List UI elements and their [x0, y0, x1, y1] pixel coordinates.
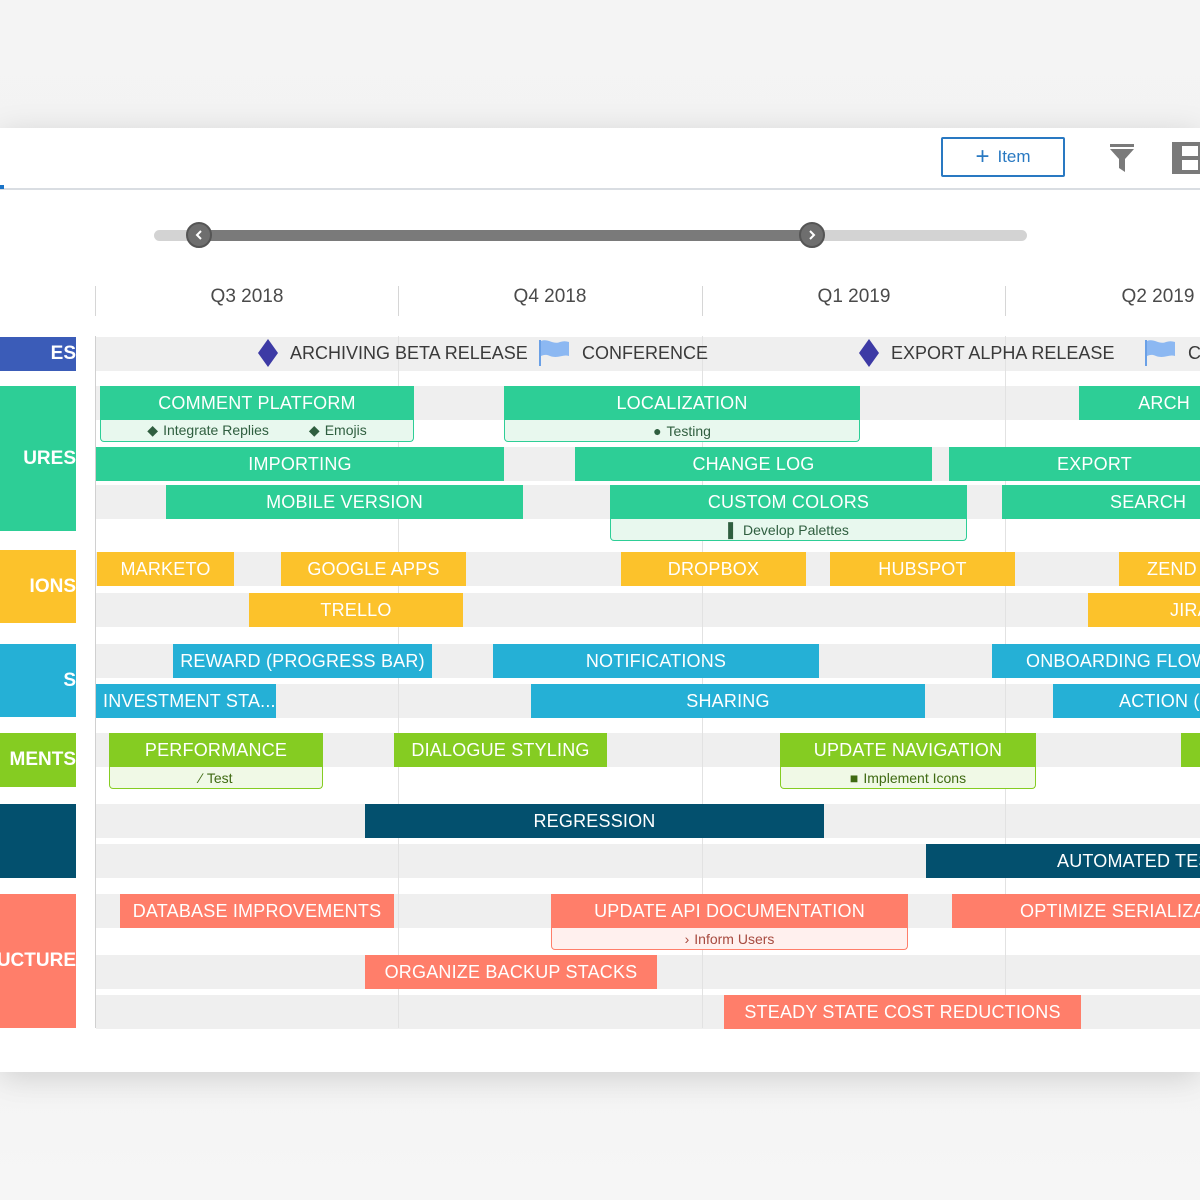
- roadmap-bar[interactable]: TRELLO: [249, 593, 463, 627]
- quarter-separator: [1005, 286, 1006, 316]
- bar-icon: ▌: [728, 521, 739, 538]
- timeline-left-edge: [95, 336, 96, 1028]
- subtask: ▌Develop Palettes: [728, 521, 849, 538]
- lane-label-features[interactable]: URES: [0, 386, 76, 531]
- chevron-right-icon: ›: [684, 930, 690, 947]
- lane-label-testing[interactable]: [0, 804, 76, 878]
- roadmap-bar[interactable]: COMMENT PLATFORM: [100, 386, 414, 420]
- add-item-label: Item: [997, 147, 1031, 166]
- chevron-left-icon: [195, 230, 202, 240]
- quarter-separator: [398, 286, 399, 316]
- roadmap-bar[interactable]: AUTOMATED TES: [926, 844, 1200, 878]
- milestone[interactable]: CONFERENCE: [538, 336, 708, 370]
- roadmap-bar[interactable]: CUSTOM COLORS: [610, 485, 967, 519]
- quarter-separator: [702, 286, 703, 316]
- lane-label-engagement[interactable]: S: [0, 644, 76, 717]
- roadmap-bar[interactable]: LOCALIZATION: [504, 386, 860, 420]
- quarter-label: Q4 2018: [513, 286, 587, 307]
- milestone[interactable]: EXPORT ALPHA RELEASE: [859, 336, 1114, 370]
- roadmap-bar[interactable]: UPDATE NAVIGATION: [780, 733, 1036, 767]
- roadmap-bar[interactable]: [1181, 733, 1200, 767]
- quarter-label: Q3 2018: [210, 286, 284, 307]
- roadmap-bar[interactable]: REGRESSION: [365, 804, 824, 838]
- roadmap-bar[interactable]: JIRA: [1088, 593, 1200, 627]
- diamond-icon: [258, 339, 278, 367]
- roadmap-bar[interactable]: DROPBOX: [621, 552, 806, 586]
- roadmap-bar[interactable]: ONBOARDING FLOW: [992, 644, 1200, 678]
- quarter-label: Q2 2019: [1121, 286, 1195, 307]
- roadmap-bar[interactable]: MOBILE VERSION: [166, 485, 523, 519]
- subtask: ∕Test: [199, 769, 233, 786]
- roadmap-bar[interactable]: STEADY STATE COST REDUCTIONS: [724, 995, 1081, 1029]
- roadmap-bar[interactable]: NOTIFICATIONS: [493, 644, 819, 678]
- roadmap-bar[interactable]: ZEND: [1119, 552, 1200, 586]
- roadmap-bar[interactable]: IMPORTING: [96, 447, 504, 481]
- toolbar: + Item: [0, 128, 1200, 190]
- roadmap-bar[interactable]: UPDATE API DOCUMENTATION: [551, 894, 908, 928]
- roadmap-bar[interactable]: CHANGE LOG: [575, 447, 932, 481]
- add-item-button[interactable]: + Item: [941, 137, 1065, 177]
- diamond-icon: ◆: [308, 422, 320, 438]
- diamond-icon: ◆: [147, 422, 159, 438]
- quarter-gridline: [702, 336, 703, 1028]
- flag-icon: [1145, 340, 1175, 366]
- subtask-strip[interactable]: ∕Test: [109, 767, 323, 789]
- subtask-strip[interactable]: ■Implement Icons: [780, 767, 1036, 789]
- roadmap-bar[interactable]: SEARCH: [1002, 485, 1200, 519]
- roadmap-bar[interactable]: ACTION (: [1053, 684, 1200, 718]
- lane-label-improvements[interactable]: MENTS: [0, 733, 76, 787]
- lane-row: [96, 337, 1200, 371]
- milestone[interactable]: ARCHIVING BETA RELEASE: [258, 336, 528, 370]
- active-tab-indicator: [0, 185, 4, 189]
- quarter-gridline: [1005, 336, 1006, 1028]
- layout-icon[interactable]: [1172, 142, 1200, 179]
- subtask: ◆Integrate Replies: [147, 422, 269, 438]
- roadmap-bar[interactable]: MARKETO: [97, 552, 234, 586]
- subtask: ■Implement Icons: [849, 769, 967, 786]
- pencil-icon: ∕: [199, 769, 202, 786]
- roadmap-bar[interactable]: INVESTMENT STA...: [96, 684, 276, 718]
- roadmap-bar[interactable]: GOOGLE APPS: [281, 552, 466, 586]
- lane-label-milestones[interactable]: ES: [0, 337, 76, 371]
- plus-icon: +: [975, 143, 990, 170]
- range-start-handle[interactable]: [186, 222, 212, 248]
- roadmap-bar[interactable]: ORGANIZE BACKUP STACKS: [365, 955, 657, 989]
- quarter-separator: [95, 286, 96, 316]
- quarter-label: Q1 2019: [817, 286, 891, 307]
- lane-label-infrastructure[interactable]: UCTURE: [0, 894, 76, 1028]
- roadmap-bar[interactable]: REWARD (PROGRESS BAR): [173, 644, 432, 678]
- square-icon: ■: [849, 769, 859, 786]
- milestone[interactable]: C: [1144, 336, 1200, 370]
- range-end-handle[interactable]: [799, 222, 825, 248]
- subtask: ◆Emojis: [308, 422, 367, 438]
- quarter-gridline: [398, 336, 399, 1028]
- roadmap-bar[interactable]: HUBSPOT: [830, 552, 1015, 586]
- subtask: ●Testing: [653, 422, 711, 439]
- timeline-range-selected[interactable]: [198, 230, 812, 241]
- subtask-strip[interactable]: ›Inform Users: [551, 928, 908, 950]
- roadmap-window: + Item Q3 2018 Q4 2018 Q1 2019 Q2 201: [0, 128, 1200, 1072]
- lane-label-integrations[interactable]: IONS: [0, 550, 76, 623]
- roadmap-bar[interactable]: SHARING: [531, 684, 925, 718]
- subtask-strip[interactable]: ●Testing: [504, 420, 860, 442]
- roadmap-bar[interactable]: PERFORMANCE: [109, 733, 323, 767]
- flag-icon: [539, 340, 569, 366]
- roadmap-bar[interactable]: ARCH: [1079, 386, 1200, 420]
- diamond-icon: [859, 339, 879, 367]
- filter-icon[interactable]: [1109, 144, 1135, 179]
- chevron-right-icon: [809, 230, 816, 240]
- roadmap-bar[interactable]: DIALOGUE STYLING: [394, 733, 607, 767]
- roadmap-bar[interactable]: OPTIMIZE SERIALIZAT: [952, 894, 1200, 928]
- roadmap-bar[interactable]: DATABASE IMPROVEMENTS: [120, 894, 394, 928]
- circle-icon: ●: [653, 422, 662, 439]
- roadmap-bar[interactable]: EXPORT: [949, 447, 1200, 481]
- subtask: ›Inform Users: [684, 930, 775, 947]
- subtask-strip[interactable]: ◆Integrate Replies ◆Emojis: [100, 420, 414, 442]
- subtask-strip[interactable]: ▌Develop Palettes: [610, 519, 967, 541]
